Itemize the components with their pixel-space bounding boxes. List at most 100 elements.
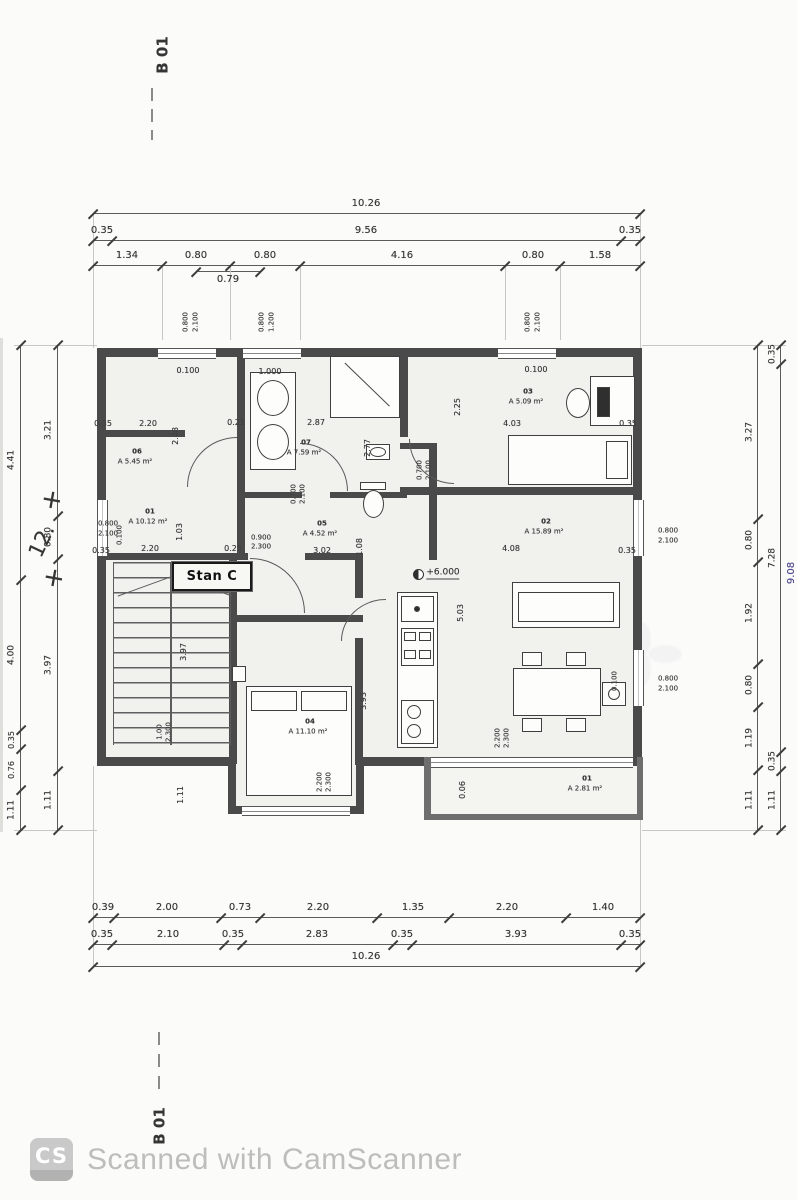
handwritten-note: 12. — [23, 520, 60, 561]
dim-label: 2.10 — [156, 929, 180, 940]
room-area-label: A 15.89 m² — [524, 527, 564, 536]
dim-label: 3.93 — [504, 929, 528, 940]
wall-interior — [97, 430, 185, 437]
dim-label: 0.35 — [92, 546, 110, 555]
wall-exterior-bottom — [97, 757, 236, 766]
dimension-line — [162, 265, 163, 340]
burner-icon — [404, 632, 416, 641]
dim-label: 3.97 — [179, 643, 188, 661]
dimension-line — [640, 820, 641, 966]
wall-exterior-right — [633, 348, 642, 766]
pillow-icon — [301, 691, 347, 711]
wall-interior — [245, 492, 302, 498]
camscanner-logo-text: CS — [35, 1144, 68, 1168]
dimension-line — [642, 345, 786, 346]
room-area-label: A 4.52 m² — [302, 529, 338, 538]
wall-interior — [97, 553, 248, 560]
dim-label: 2.300 — [502, 727, 511, 749]
room-area-label: A 5.45 m² — [117, 457, 153, 466]
dim-label: 3.93 — [359, 692, 368, 710]
burner-icon — [404, 650, 416, 659]
dim-label: 0.79 — [216, 274, 240, 285]
window — [498, 348, 556, 359]
wall-bay-left — [228, 757, 236, 814]
dim-label: 10.26 — [351, 951, 381, 962]
window — [633, 650, 644, 706]
opening-spec-label: 0.800 — [523, 311, 532, 333]
dining-table-icon — [513, 668, 601, 716]
dim-label: 9.08 — [786, 561, 797, 585]
dim-label: 4.00 — [6, 644, 17, 666]
dim-label: 1.92 — [744, 602, 755, 624]
dimension-line — [20, 345, 21, 830]
dim-label: 0.35 — [221, 929, 245, 940]
dim-label: 0.39 — [91, 902, 115, 913]
chair-icon — [566, 652, 586, 666]
opening-spec-label: 2.100 — [298, 483, 307, 505]
room-number-label: 02 — [541, 517, 551, 526]
dim-label: 2.48 — [171, 427, 180, 445]
toilet-icon — [363, 490, 384, 518]
dim-label: 3.02 — [313, 546, 331, 555]
dim-label: 2.20 — [139, 419, 157, 428]
dim-label: 0.35 — [767, 750, 778, 772]
camscanner-footer: CS Scanned with CamScanner — [30, 1138, 462, 1181]
dimension-line — [560, 265, 561, 340]
dim-label: 4.08 — [502, 544, 520, 553]
opening-spec-label: 0.800 — [657, 526, 679, 535]
opening-spec-label: 2.100 — [533, 311, 542, 333]
opening-spec-label: 0.900 — [250, 533, 272, 542]
dim-label: 2.20 — [306, 902, 330, 913]
camscanner-logo-icon: CS — [30, 1138, 73, 1181]
wall-balcony-right — [637, 757, 643, 820]
chair-icon — [522, 718, 542, 732]
wall-exterior-top — [97, 348, 642, 357]
sink-icon — [257, 380, 289, 416]
bay-window — [242, 806, 350, 816]
axis-dash — [158, 1032, 160, 1045]
dim-label: 4.41 — [6, 449, 17, 471]
handwritten-note: + — [37, 564, 71, 592]
dimension-line — [93, 240, 640, 241]
level-label: +6.000 — [426, 567, 460, 580]
dim-label: 0.76 — [7, 761, 16, 779]
dim-label: 1.08 — [355, 538, 364, 556]
handwritten-note: + — [35, 486, 69, 514]
fridge-dot-icon — [414, 606, 420, 612]
opening-spec-label: 2.100 — [657, 684, 679, 693]
opening-spec-label: 2.100 — [657, 536, 679, 545]
opening-spec-label: 0.800 — [181, 311, 190, 333]
side-table-lamp-icon — [608, 688, 620, 700]
dim-label: 0.73 — [228, 902, 252, 913]
dimension-line — [196, 271, 260, 272]
room-number-label: 01 — [582, 774, 592, 783]
wall-interior — [237, 348, 245, 560]
opening-spec-label: 0.700 — [415, 459, 424, 481]
room-area-label: A 10.12 m² — [128, 517, 168, 526]
chair-icon — [566, 388, 590, 418]
window — [243, 348, 301, 359]
dim-label: 3.27 — [744, 421, 755, 443]
dim-label: 0.35 — [90, 225, 114, 236]
dim-label: 0.35 — [90, 929, 114, 940]
dim-label: 10.26 — [351, 198, 381, 209]
dimension-line — [93, 917, 640, 918]
dimension-line — [757, 345, 758, 830]
dim-label: 2.300 — [164, 721, 173, 743]
dimension-line — [93, 966, 640, 967]
dim-label: 0.25 — [227, 418, 245, 427]
dimension-line — [57, 345, 58, 830]
dim-label: 1.11 — [767, 789, 778, 811]
dim-label: 4.16 — [390, 250, 414, 261]
wall-interior — [355, 560, 363, 598]
pillow-icon — [251, 691, 297, 711]
dim-label: 2.25 — [453, 398, 462, 416]
dim-label: 1.000 — [258, 367, 282, 376]
dim-label: 1.19 — [744, 727, 755, 749]
wall-interior — [229, 560, 237, 764]
sink-icon — [257, 424, 289, 460]
dim-label: 4.03 — [503, 419, 521, 428]
opening-spec-label: 0.800 — [657, 674, 679, 683]
dim-label: 1.11 — [43, 789, 54, 811]
